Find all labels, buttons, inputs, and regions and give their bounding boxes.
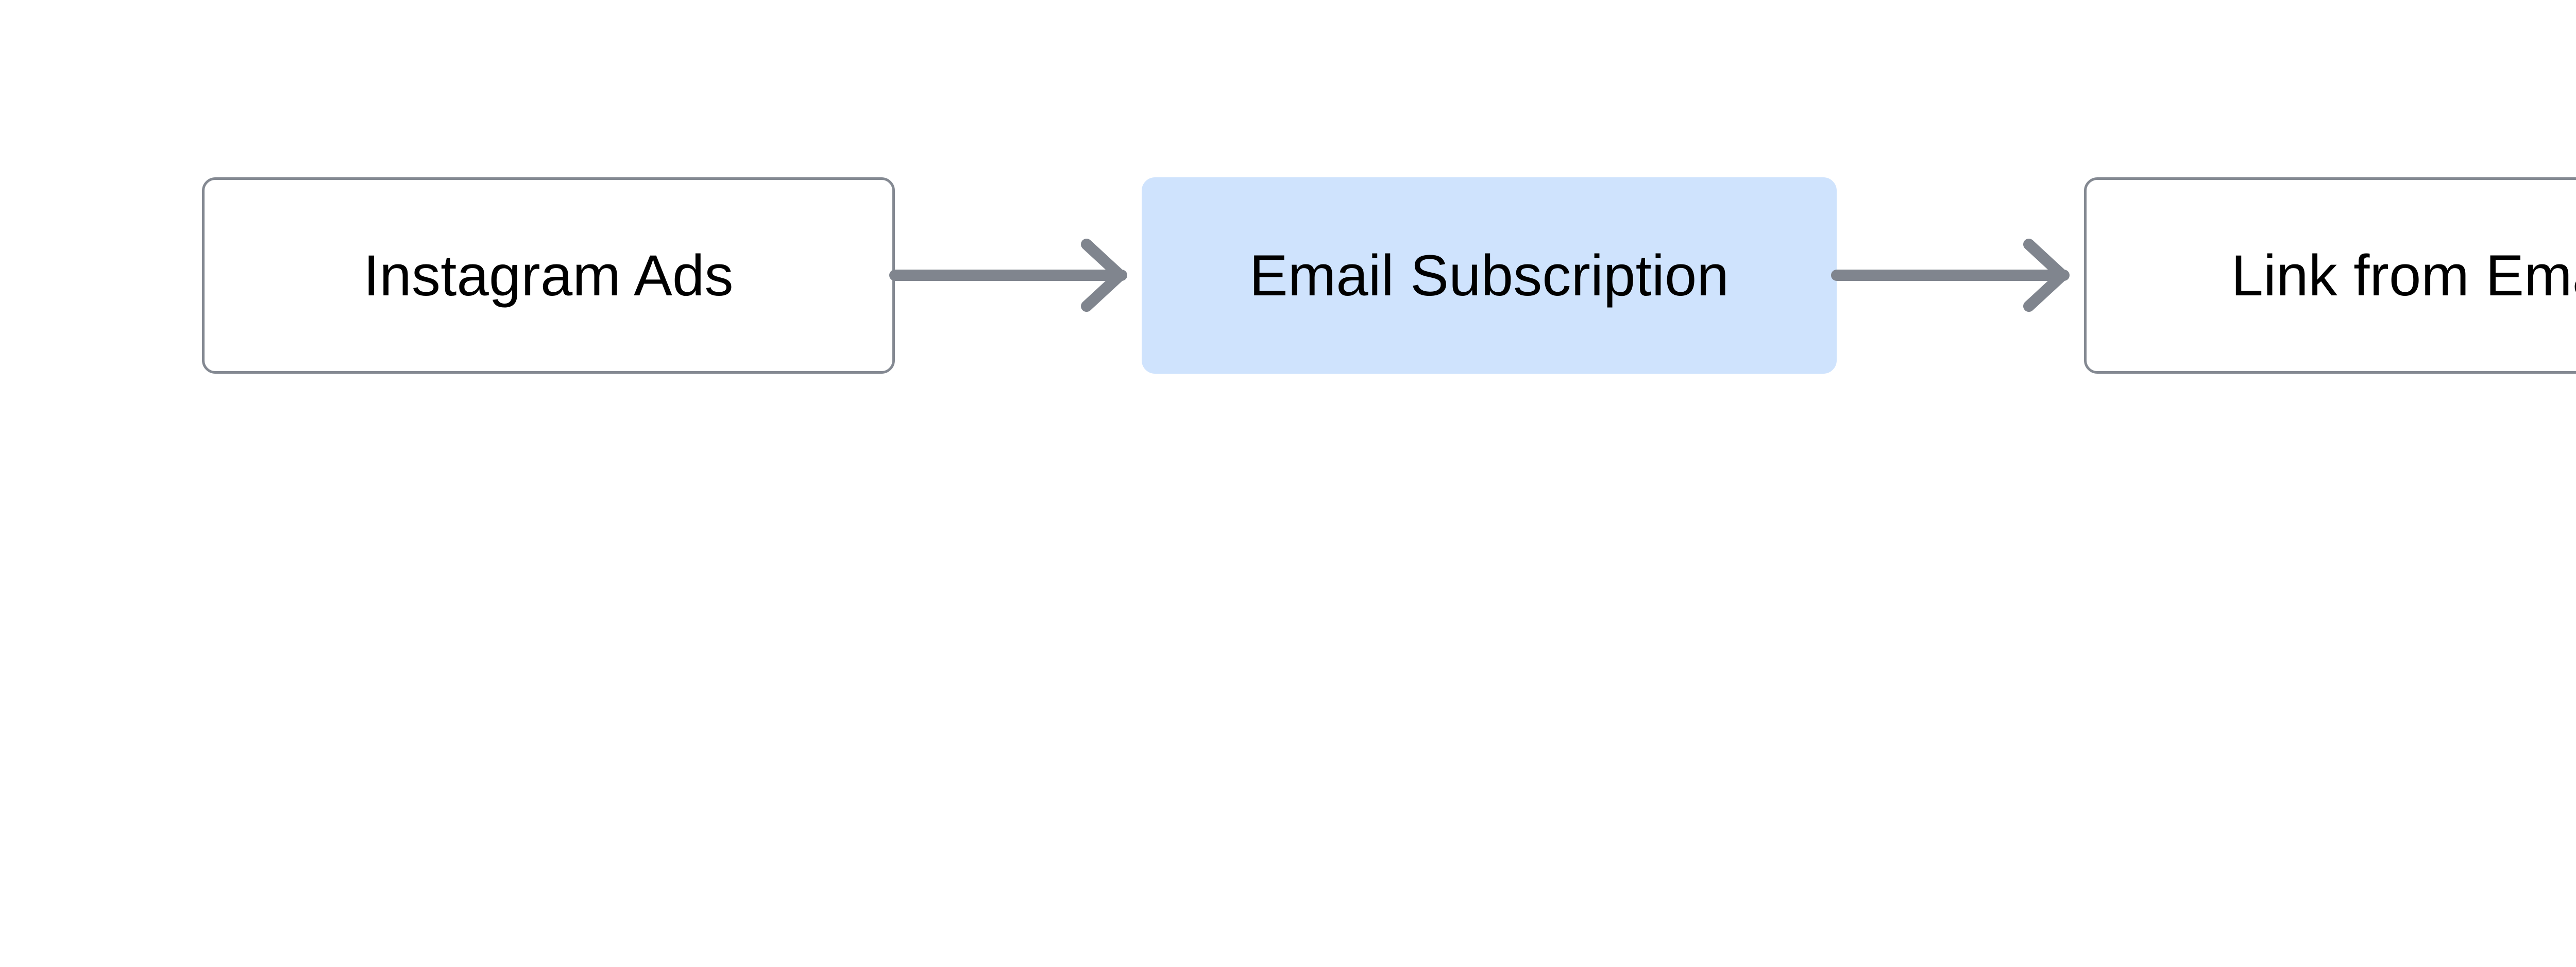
arrow-right-icon — [1831, 239, 2070, 312]
flow-node-label: Instagram Ads — [363, 243, 734, 308]
flow-connector-email-subscription-to-link-from-email — [1831, 177, 2084, 374]
flow-node-instagram-ads[interactable]: Instagram Ads — [202, 177, 895, 374]
flow-connector-instagram-ads-to-email-subscription — [889, 177, 1142, 374]
arrow-right-icon — [889, 239, 1127, 312]
flow-node-label: Email Subscription — [1249, 243, 1730, 308]
flow-node-email-subscription[interactable]: Email Subscription — [1142, 177, 1837, 374]
flow-node-label: Link from Email — [2231, 243, 2576, 308]
flow-row: Instagram Ads Email Subscription — [0, 177, 2576, 374]
flow-node-link-from-email[interactable]: Link from Email — [2084, 177, 2576, 374]
